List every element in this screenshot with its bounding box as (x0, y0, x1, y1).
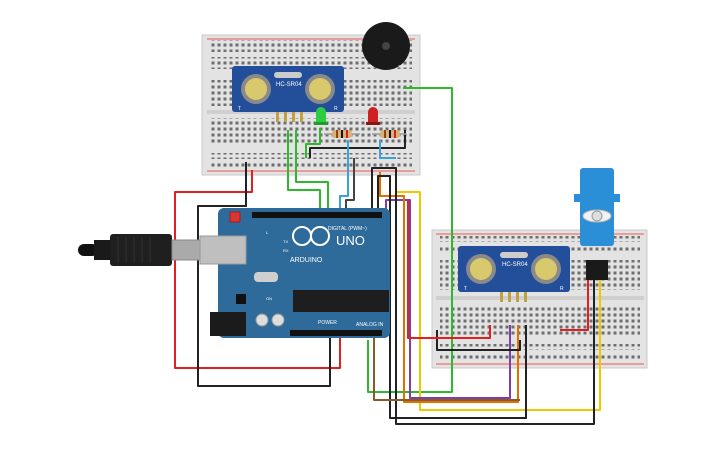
sensor-right-t: T (464, 286, 467, 292)
buzzer-minus: − (398, 63, 402, 70)
wire-red-power (174, 170, 341, 369)
sensor-right-model: HC-SR04 (502, 262, 528, 268)
wire-black-gnd-left (197, 162, 331, 387)
arduino-uno-board: ARDUINO UNO DIGITAL (PWM~) ANALOG IN POW… (199, 208, 390, 338)
digital-header-label: DIGITAL (PWM~) (328, 226, 367, 232)
wire-black-gnd-right (436, 330, 521, 351)
wires (174, 87, 601, 425)
resistor-2 (372, 130, 406, 138)
l-led-label: L (266, 230, 269, 235)
wire-green-buzzer (367, 87, 453, 393)
wire-orange (379, 172, 519, 403)
wire-grey-led (345, 158, 355, 210)
wire-black-top (309, 130, 406, 158)
wire-brown (373, 336, 520, 401)
buzzer-icon: + − (362, 22, 410, 70)
resistor-1 (324, 130, 360, 138)
sensor-top-t: T (238, 106, 241, 112)
usb-plug-icon (78, 234, 201, 266)
ultrasonic-sensor-right: HC-SR04 T R (458, 246, 570, 302)
wire-green-led (305, 128, 321, 158)
sensor-right-r: R (560, 286, 564, 292)
wire-green-echo (295, 130, 329, 210)
rx-label: RX (283, 248, 289, 253)
tx-label: TX (283, 239, 288, 244)
led-green (314, 107, 328, 125)
wire-red-right (407, 200, 491, 339)
on-led-label: ON (266, 296, 272, 301)
wire-purple (385, 199, 511, 399)
analog-header-label: ANALOG IN (356, 322, 384, 328)
arduino-brand-label: ARDUINO (290, 257, 323, 264)
power-header-label: POWER (318, 320, 337, 326)
servo-icon (574, 168, 620, 280)
wire-green-trig (287, 130, 321, 210)
wire-black-servo (371, 167, 595, 425)
arduino-model-label: UNO (336, 233, 365, 248)
sensor-top-r: R (334, 106, 338, 112)
sensor-top-model: HC-SR04 (276, 82, 302, 88)
buzzer-plus: + (368, 63, 372, 70)
wire-red-servo (560, 280, 589, 331)
wire-blue-led (339, 140, 349, 210)
ultrasonic-sensor-top: HC-SR04 T R (232, 66, 344, 122)
led-red (366, 107, 380, 125)
wire-blue-res (379, 140, 396, 159)
